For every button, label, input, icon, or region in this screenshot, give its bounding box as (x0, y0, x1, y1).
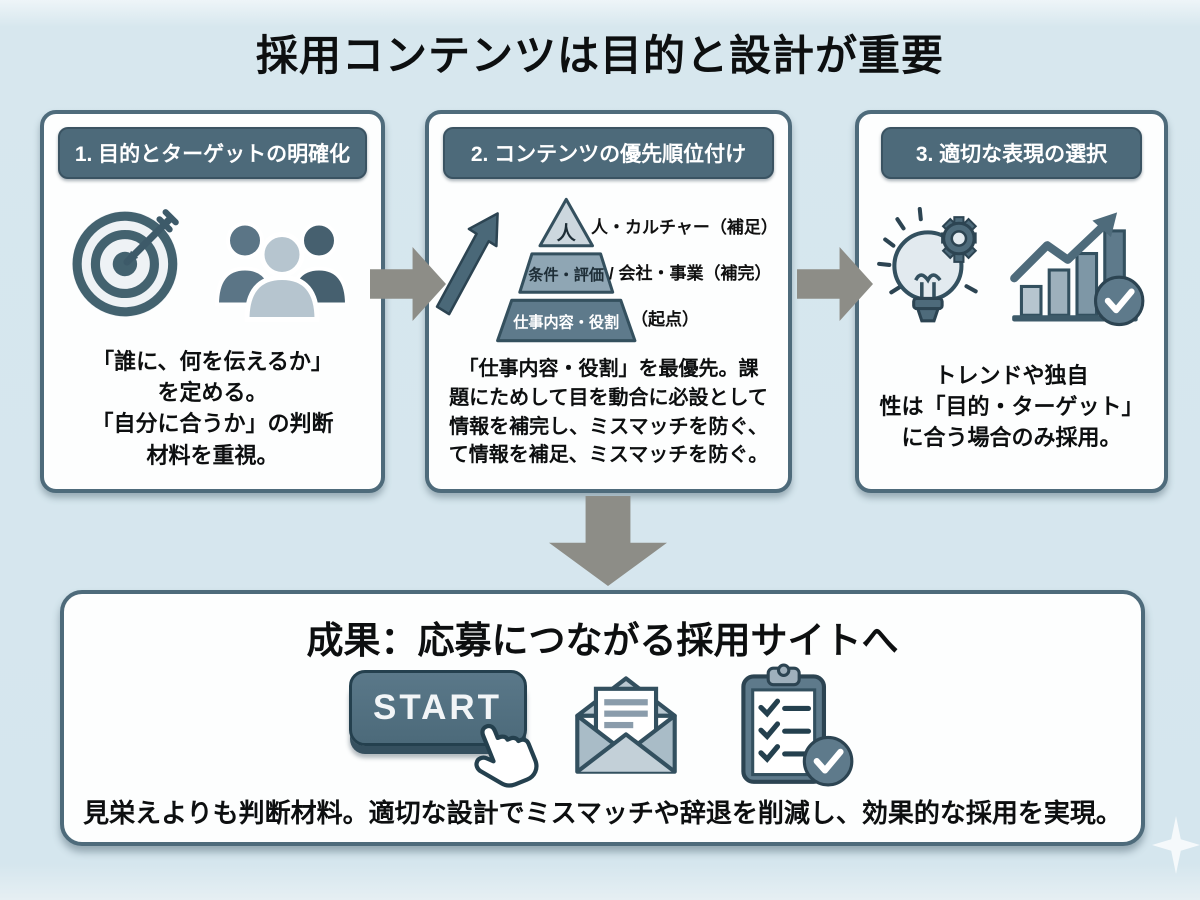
target-icon (69, 203, 191, 330)
result-title: 成果：応募につながる採用サイトへ (306, 620, 899, 661)
up-arrow-icon (435, 212, 499, 316)
pyramid-tier2-label: / 会社・事業（補完） (609, 264, 772, 283)
step1-body: 「誰に、何を伝えるか」 を定める。 「自分に合うか」の判断 材料を重視。 (91, 349, 334, 468)
pyramid-tier1-label: 人・カルチャー（補足） (591, 218, 778, 237)
page-title: 採用コンテンツは目的と設計が重要 (255, 32, 944, 79)
step3-header: 3. 適切な表現の選択 (881, 127, 1142, 179)
step2-body: 「仕事内容・役割」を最優先。課 題にためして目を動合に必設として 情報を補完し、… (448, 358, 769, 467)
sparkle-icon (1152, 816, 1200, 874)
step3-body: トレンドや独自 性は「目的・ターゲット」 に合う場合のみ採用。 (879, 363, 1144, 451)
envelope-icon (569, 666, 683, 785)
step2-box: 2. コンテンツの優先順位付け 人 条件・評価 仕事内容・役割 人・カルチャー（… (425, 110, 792, 493)
people-icon (207, 205, 357, 328)
result-footer: 見栄えよりも判断材料。適切な設計でミスマッチや辞退を削減し、効果的な採用を実現。 (83, 798, 1122, 828)
start-button: START (348, 670, 527, 746)
arrow-down-icon (549, 496, 667, 586)
lightbulb-gear-icon (876, 207, 992, 338)
clipboard-check-icon (731, 662, 857, 793)
pyramid-tier3-label: （起点） (631, 310, 699, 329)
pyramid-tier3-text: 仕事内容・役割 (512, 314, 619, 332)
step1-header: 1. 目的とターゲットの明確化 (58, 127, 367, 179)
priority-pyramid: 人 条件・評価 仕事内容・役割 人・カルチャー（補足） / 会社・事業（補完） … (429, 191, 788, 347)
pyramid-tier1-text: 人 (557, 223, 577, 245)
step1-box: 1. 目的とターゲットの明確化 (40, 110, 385, 493)
step2-header: 2. コンテンツの優先順位付け (443, 127, 774, 179)
pyramid-tier2-text: 条件・評価 (527, 266, 604, 284)
start-button-illustration: START (348, 670, 539, 788)
growth-chart-icon (1006, 208, 1148, 337)
result-box: 成果：応募につながる採用サイトへ START (60, 590, 1145, 846)
hand-cursor-icon (458, 705, 553, 806)
start-button-label: START (372, 688, 503, 727)
step3-box: 3. 適切な表現の選択 (855, 110, 1168, 493)
